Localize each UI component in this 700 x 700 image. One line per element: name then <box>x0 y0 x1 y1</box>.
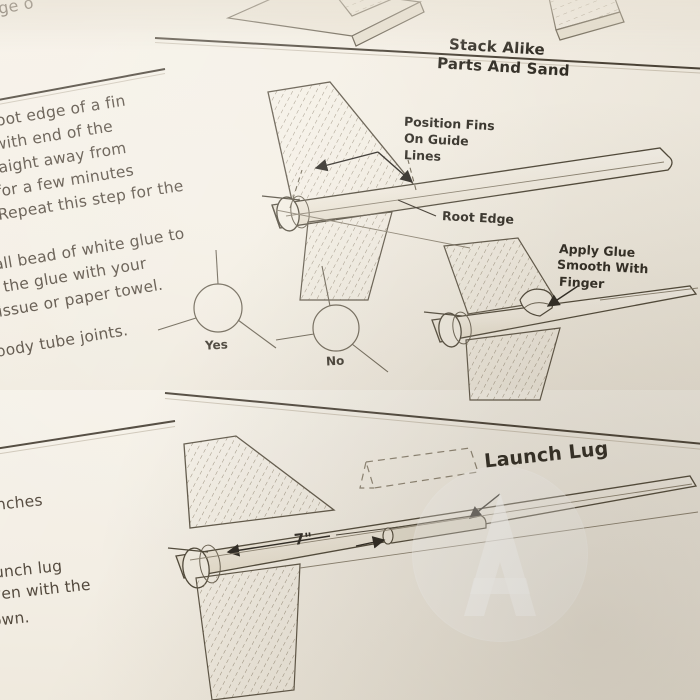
callout-position-fins-line3: Lines <box>403 147 442 164</box>
dimension-label-7-inches: 7" <box>293 529 314 549</box>
callout-position-fins-line2: On Guide <box>403 130 470 149</box>
callout-apply-glue-line3: Finger <box>558 273 605 292</box>
paper-panel-middle <box>0 30 700 430</box>
fillet-label-yes: Yes <box>204 337 229 353</box>
fillet-label-no: No <box>325 353 345 369</box>
